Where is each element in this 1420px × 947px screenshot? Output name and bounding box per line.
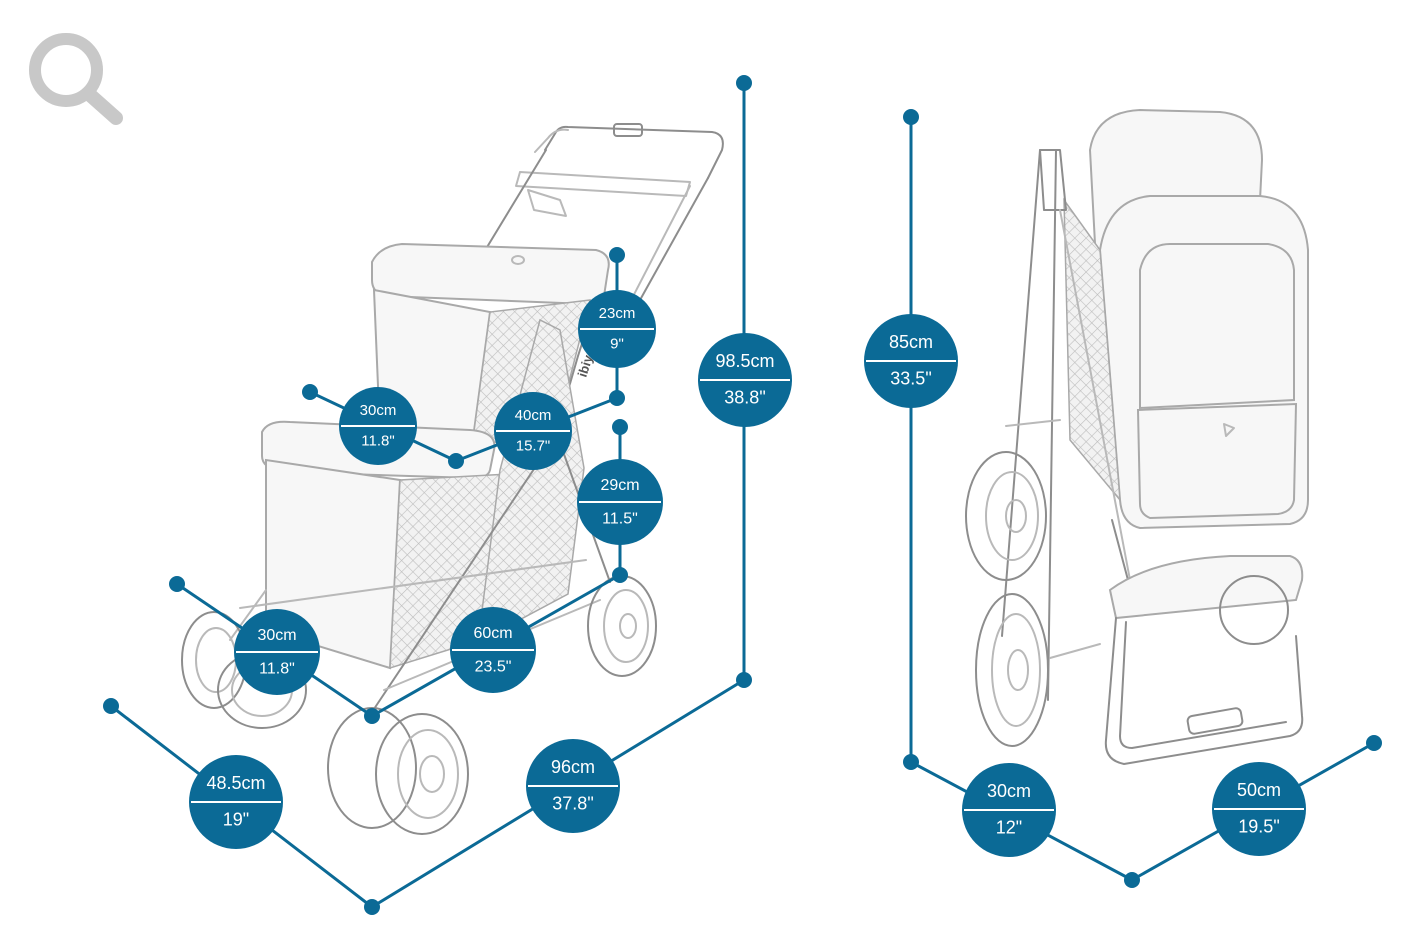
overall-height-imperial-label: 38.8" bbox=[724, 388, 765, 408]
folded-length-endpoint-dot bbox=[1366, 735, 1382, 751]
overall-length-metric-label: 96cm bbox=[551, 757, 595, 777]
folded-width-imperial-label: 12" bbox=[996, 818, 1022, 838]
overall-width-metric-label: 48.5cm bbox=[206, 773, 265, 793]
bottom-basket-width-badge: 30cm 11.8" bbox=[234, 609, 320, 695]
dimension-badges: 23cm 9" 30cm 11.8" 40cm 15.7" 29cm 11.5" 30cm 11.… bbox=[189, 290, 1306, 857]
overall-width-imperial-label: 19" bbox=[223, 810, 249, 830]
front-wheel-front bbox=[327, 707, 469, 835]
bottom-basket-height-imperial-label: 11.5" bbox=[602, 510, 638, 527]
top-basket-width-endpoint-dot bbox=[302, 384, 318, 400]
folded-width-badge: 30cm 12" bbox=[962, 763, 1056, 857]
top-basket-width-imperial-label: 11.8" bbox=[361, 433, 394, 450]
folded-height-metric-label: 85cm bbox=[889, 332, 933, 352]
folded-length-badge: 50cm 19.5" bbox=[1212, 762, 1306, 856]
folded-width-metric-label: 30cm bbox=[987, 781, 1031, 801]
folded-height-imperial-label: 33.5" bbox=[890, 369, 931, 389]
overall-width-badge: 48.5cm 19" bbox=[189, 755, 283, 849]
bottom-basket-length-badge: 60cm 23.5" bbox=[450, 607, 536, 693]
top-basket-height-endpoint-dot bbox=[609, 247, 625, 263]
bottom-basket-width-endpoint-dot bbox=[169, 576, 185, 592]
bottom-basket-height-badge: 29cm 11.5" bbox=[577, 459, 663, 545]
bottom-basket-length-imperial-label: 23.5" bbox=[475, 658, 512, 675]
overall-height-endpoint-dot bbox=[736, 75, 752, 91]
top-basket-length-metric-label: 40cm bbox=[515, 407, 552, 424]
overall-height-metric-label: 98.5cm bbox=[715, 351, 774, 371]
top-basket-height-metric-label: 23cm bbox=[599, 305, 636, 322]
search-icon[interactable] bbox=[29, 33, 123, 125]
top-basket-length-imperial-label: 15.7" bbox=[516, 438, 551, 455]
overall-length-badge: 96cm 37.8" bbox=[526, 739, 620, 833]
folded-length-imperial-label: 19.5" bbox=[1238, 817, 1279, 837]
top-basket-length-badge: 40cm 15.7" bbox=[494, 392, 572, 470]
folded-height-endpoint-dot bbox=[903, 109, 919, 125]
overall-height-badge: 98.5cm 38.8" bbox=[698, 333, 792, 427]
top-basket-height-imperial-label: 9" bbox=[610, 336, 624, 353]
overall-length-imperial-label: 37.8" bbox=[552, 794, 593, 814]
bottom-basket-width-imperial-label: 11.8" bbox=[259, 660, 295, 677]
bottom-basket-length-metric-label: 60cm bbox=[473, 625, 512, 642]
bottom-basket-height-metric-label: 29cm bbox=[600, 477, 639, 494]
bottom-basket-width-metric-label: 30cm bbox=[257, 627, 296, 644]
rear-wheel-left bbox=[587, 575, 657, 677]
folded-height-badge: 85cm 33.5" bbox=[864, 314, 958, 408]
top-basket-width-badge: 30cm 11.8" bbox=[339, 387, 417, 465]
overall-width-endpoint-dot bbox=[103, 698, 119, 714]
folded-stroller-illustration bbox=[965, 108, 1309, 765]
folded-length-metric-label: 50cm bbox=[1237, 780, 1281, 800]
bottom-basket-height-endpoint-dot bbox=[612, 419, 628, 435]
top-basket-height-badge: 23cm 9" bbox=[578, 290, 656, 368]
top-basket-width-metric-label: 30cm bbox=[360, 402, 397, 419]
